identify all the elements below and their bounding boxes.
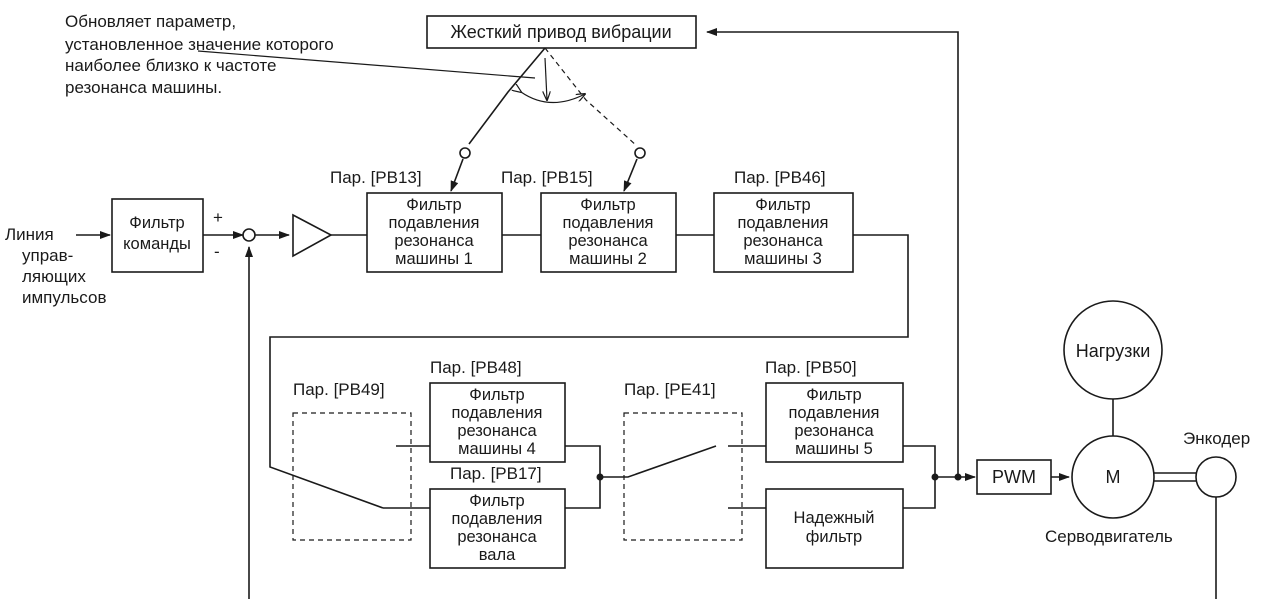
encoder-label: Энкодер xyxy=(1183,429,1250,448)
filter-5-line-4: машины 5 xyxy=(795,440,873,458)
filter-2-line-4: машины 2 xyxy=(569,250,647,268)
shaft-filter-box xyxy=(429,488,566,569)
vibration-driver-label: Жесткий привод вибрации xyxy=(450,22,671,42)
wire-to-switch-pe41 xyxy=(600,445,717,478)
load-label: Нагрузки xyxy=(1076,341,1151,361)
filter-1-line-2: подавления xyxy=(388,214,479,232)
command-filter-box xyxy=(111,198,204,273)
filter-4-line-4: машины 4 xyxy=(458,440,536,458)
annotation-leader xyxy=(197,50,536,79)
shaft-filter-line-2: подавления xyxy=(451,510,542,528)
load-circle xyxy=(1063,300,1163,400)
param-pb48: Пар. [PB48] xyxy=(430,358,522,377)
param-pb49: Пар. [PB49] xyxy=(293,380,385,399)
annotation-line-2: установленное значение которого xyxy=(65,35,334,54)
input-line-1: Линия xyxy=(5,225,54,244)
filter-1-line-1: Фильтр xyxy=(406,196,461,214)
filter-3-line-2: подавления xyxy=(737,214,828,232)
wire-wraparound-switch-pb49 xyxy=(269,234,909,509)
filter-5-box xyxy=(765,382,904,463)
input-line-2: управ- xyxy=(22,246,73,265)
summing-junction xyxy=(242,228,256,242)
filter-4-line-2: подавления xyxy=(451,404,542,422)
filter-2-line-2: подавления xyxy=(562,214,653,232)
shaft-filter-line-1: Фильтр xyxy=(469,492,524,510)
command-filter-line-2: команды xyxy=(123,235,191,253)
annotation-line-1: Обновляет параметр, xyxy=(65,12,236,31)
motor-shaft-double-line xyxy=(1154,472,1196,482)
switch-pb49-dashed-box xyxy=(292,412,412,541)
filter-5-line-3: резонанса xyxy=(794,422,874,440)
filter-2-box xyxy=(540,192,677,273)
sign-minus: - xyxy=(214,242,220,261)
filter-4-line-3: резонанса xyxy=(457,422,537,440)
filter-4-box xyxy=(429,382,566,463)
annotation-text: Обновляет параметр, установленное значен… xyxy=(65,12,334,97)
switch-pe41-dashed-box xyxy=(623,412,743,541)
encoder-circle xyxy=(1195,456,1237,498)
filter-5-line-2: подавления xyxy=(788,404,879,422)
filter-3-box xyxy=(713,192,854,273)
filter-1-box xyxy=(366,192,503,273)
wire-merge-right xyxy=(903,445,936,509)
arrow-to-filter-1 xyxy=(450,158,464,192)
filter-3-line-1: Фильтр xyxy=(755,196,810,214)
param-pe41: Пар. [PE41] xyxy=(624,380,716,399)
wire-merge-left xyxy=(565,445,601,509)
arrow-to-filter-2 xyxy=(623,158,638,192)
switch-contact-pb13 xyxy=(459,147,471,159)
robust-filter-box xyxy=(765,488,904,569)
command-filter-line-1: Фильтр xyxy=(129,214,184,232)
param-pb15: Пар. [PB15] xyxy=(501,168,593,187)
input-line-4: импульсов xyxy=(22,288,106,307)
filter-2-line-1: Фильтр xyxy=(580,196,635,214)
annotation-line-4: резонанса машины. xyxy=(65,78,222,97)
filter-2-line-3: резонанса xyxy=(568,232,648,250)
param-pb17: Пар. [PB17] xyxy=(450,464,542,483)
filter-1-line-4: машины 1 xyxy=(395,250,473,268)
filter-3-line-3: резонанса xyxy=(743,232,823,250)
input-line-3: ляющих xyxy=(22,267,86,286)
selector-line-dashed xyxy=(544,47,638,147)
robust-filter-line-2: фильтр xyxy=(806,528,862,546)
shaft-filter-line-3: резонанса xyxy=(457,528,537,546)
vibration-driver-box xyxy=(426,15,697,49)
sign-plus: + xyxy=(213,208,223,227)
filter-5-line-1: Фильтр xyxy=(806,386,861,404)
filter-1-line-3: резонанса xyxy=(394,232,474,250)
filter-4-line-1: Фильтр xyxy=(469,386,524,404)
param-pb50: Пар. [PB50] xyxy=(765,358,857,377)
param-pb46: Пар. [PB46] xyxy=(734,168,826,187)
input-label: Линия управ- ляющих импульсов xyxy=(5,225,106,307)
gain-triangle xyxy=(292,213,333,258)
robust-filter-line-1: Надежный xyxy=(794,509,875,527)
selector-down-arrow xyxy=(545,57,547,100)
annotation-line-3: наиболее близко к частоте xyxy=(65,56,276,75)
pwm-label: PWM xyxy=(992,467,1036,487)
shaft-filter-line-4: вала xyxy=(479,546,516,564)
selector-line-solid xyxy=(468,47,546,145)
switch-contact-pb15 xyxy=(634,147,646,159)
arrow-feedback-to-driver xyxy=(706,28,959,477)
motor-label: M xyxy=(1106,467,1121,487)
filter-3-line-4: машины 3 xyxy=(744,250,822,268)
servomotor-label: Серводвигатель xyxy=(1045,527,1173,546)
selector-arc-arrow xyxy=(521,92,585,104)
param-pb13: Пар. [PB13] xyxy=(330,168,422,187)
